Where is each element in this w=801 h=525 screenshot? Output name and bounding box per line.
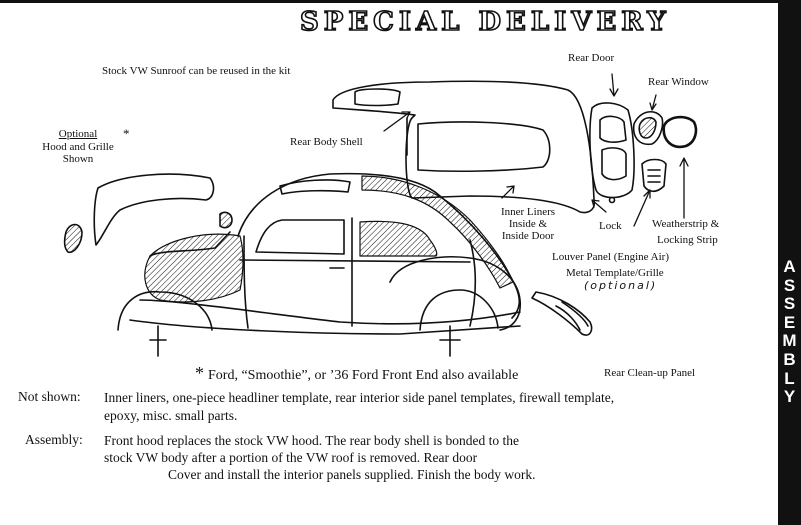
- louver-panel-label: Louver Panel (Engine Air): [552, 251, 669, 263]
- optional-hood-drawing: [63, 173, 215, 254]
- footnote: * Ford, “Smoothie”, or ’36 Ford Front End…: [195, 363, 518, 384]
- rear-door-drawing: [589, 102, 635, 204]
- footnote-star: *: [195, 363, 204, 383]
- sidebar-letter: S: [783, 294, 796, 314]
- page-title: SPECIAL DELIVERY: [299, 6, 671, 38]
- rear-window-label: Rear Window: [648, 76, 709, 88]
- sidebar-letter: Y: [783, 387, 796, 407]
- weatherstrip-label-line1: Weatherstrip &: [652, 218, 720, 230]
- vw-body-drawing: [117, 172, 522, 357]
- handwritten-optional-note: (optional): [584, 279, 658, 292]
- assembly-label: Assembly:: [25, 432, 83, 447]
- sidebar-section-label: A S S E M B L Y: [778, 257, 801, 407]
- sidebar-letter: A: [783, 257, 796, 276]
- rear-window-drawing: [632, 111, 698, 193]
- inner-liners-label-line2: Inside &: [508, 218, 548, 230]
- weatherstrip-label-line2: Locking Strip: [657, 234, 718, 246]
- sidebar-letter: M: [782, 331, 797, 351]
- sidebar-letter: S: [783, 275, 796, 295]
- inner-liners-label-line3: Inside Door: [501, 230, 555, 242]
- assembly-line1: Front hood replaces the stock VW hood. T…: [104, 433, 520, 448]
- rear-cleanup-panel-label: Rear Clean-up Panel: [604, 367, 696, 379]
- rear-body-shell-drawing: [332, 80, 596, 214]
- top-rule: [0, 0, 778, 3]
- metal-template-label: Metal Template/Grille: [566, 267, 664, 279]
- rear-body-shell-label: Rear Body Shell: [290, 136, 363, 148]
- callout-arrows: [383, 73, 689, 227]
- not-shown-label: Not shown:: [18, 389, 81, 404]
- inner-liners-label-line1: Inner Liners: [500, 206, 556, 218]
- sidebar-letter: B: [783, 349, 796, 369]
- sidebar-letter: E: [783, 312, 796, 332]
- footnote-text: Ford, “Smoothie”, or ’36 Ford Front End …: [208, 368, 519, 383]
- not-shown-text: Inner liners, one-piece headliner templa…: [104, 390, 615, 423]
- rear-door-label: Rear Door: [568, 52, 615, 64]
- optional-star: *: [123, 126, 130, 141]
- optional-hood-label-line3: Shown: [62, 153, 94, 165]
- optional-hood-label-line1: Optional: [58, 128, 98, 140]
- sidebar-letter: L: [784, 368, 795, 388]
- section-sidebar: A S S E M B L Y: [778, 0, 801, 525]
- assembly-line3: Cover and install the interior panels su…: [168, 467, 536, 482]
- metal-template-drawing: [531, 291, 593, 336]
- optional-hood-label-line2: Hood and Grille: [42, 141, 114, 153]
- assembly-line2: stock VW body after a portion of the VW …: [104, 450, 478, 465]
- sunroof-label: Stock VW Sunroof can be reused in the ki…: [102, 65, 291, 77]
- lock-label: Lock: [599, 220, 622, 232]
